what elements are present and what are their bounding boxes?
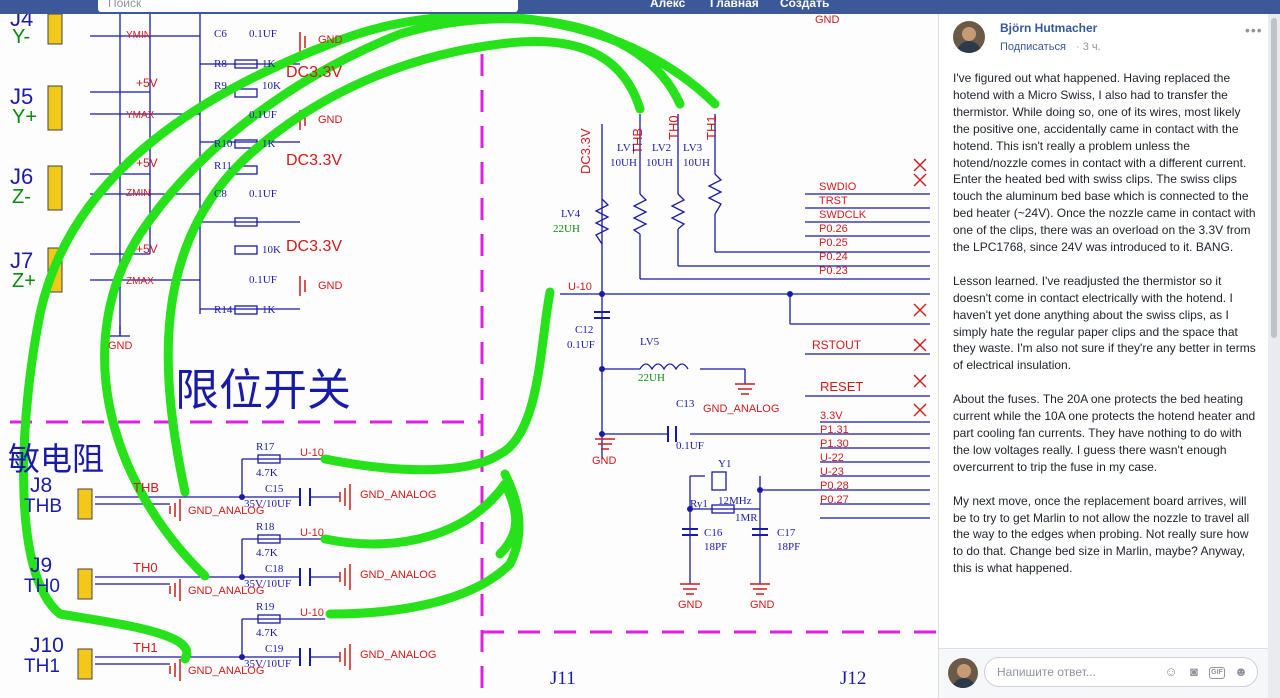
more-options-icon[interactable]: •••: [1245, 22, 1263, 38]
post-paragraph: Lesson learned. I've readjusted the ther…: [953, 273, 1256, 373]
author-name[interactable]: Björn Hutmacher: [1000, 21, 1098, 35]
search-input[interactable]: Поиск: [98, 0, 518, 12]
schematic-photo[interactable]: 限位开关 敏电阻 J4 Y- J5 Y+ J6 Z- J7 Z+ J8 THB …: [0, 14, 938, 698]
current-user-avatar: [948, 658, 978, 688]
follow-link[interactable]: Подписаться: [1000, 41, 1066, 53]
nav-user[interactable]: Алекс: [650, 0, 686, 10]
author-avatar[interactable]: [953, 21, 985, 53]
nav-home[interactable]: Главная: [710, 0, 759, 10]
post-side-panel: Björn Hutmacher Подписаться · 3 ч. ••• I…: [938, 14, 1269, 698]
nav-create[interactable]: Создать: [780, 0, 830, 10]
gif-icon[interactable]: GIF: [1209, 667, 1225, 679]
camera-icon[interactable]: ◙: [1190, 664, 1198, 679]
emoji-icon[interactable]: ☺: [1164, 664, 1178, 679]
post-paragraph: About the fuses. The 20A one protects th…: [953, 392, 1256, 474]
post-paragraph: My next move, once the replacement board…: [953, 493, 1250, 576]
comment-input[interactable]: Напишите ответ... ☺ ◙ GIF ☻: [984, 657, 1258, 687]
comment-placeholder: Напишите ответ...: [997, 665, 1096, 679]
sticker-icon[interactable]: ☻: [1234, 664, 1248, 679]
scrollbar-thumb[interactable]: [1271, 18, 1277, 338]
post-text: I've figured out what happened. Having r…: [953, 70, 1257, 594]
top-navigation-bar: Поиск Алекс Главная Создать: [0, 0, 1280, 14]
post-paragraph: I've figured out what happened. Having r…: [953, 71, 1256, 255]
comment-bar: Напишите ответ... ☺ ◙ GIF ☻: [939, 648, 1269, 698]
panel-scrollbar[interactable]: [1268, 14, 1280, 698]
schematic-diagram: [10, 14, 938, 698]
post-time[interactable]: · 3 ч.: [1076, 41, 1101, 53]
